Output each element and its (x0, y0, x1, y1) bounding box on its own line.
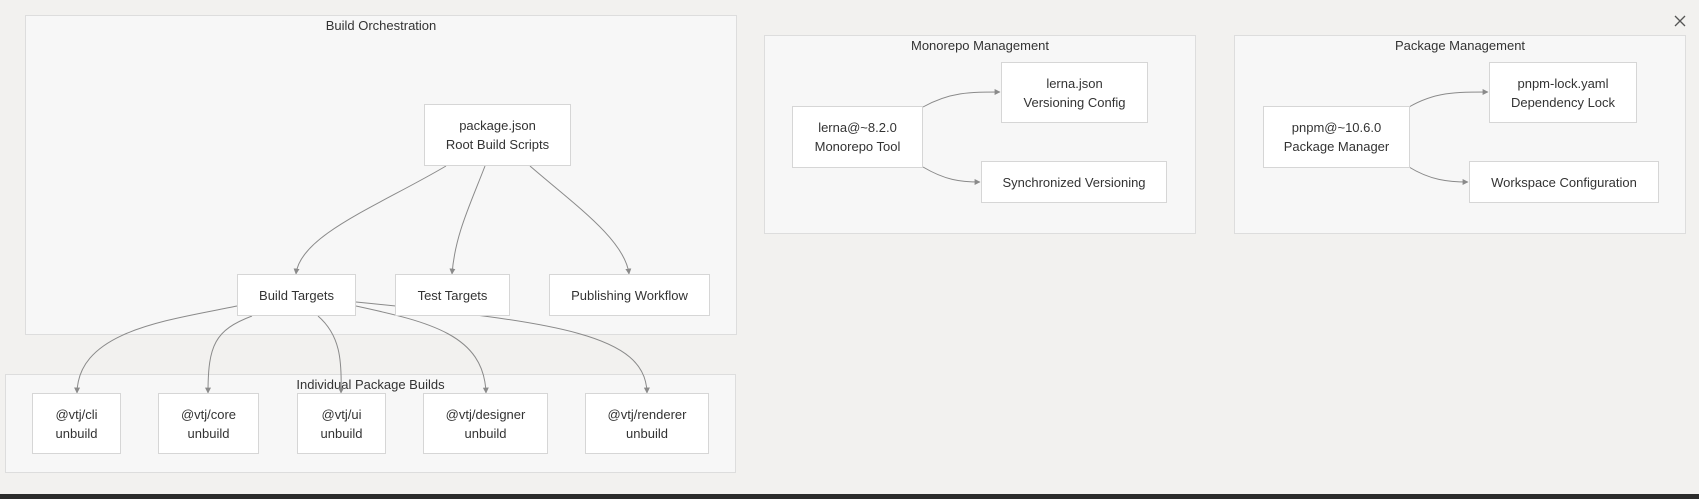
node-pnpm-lock[interactable]: pnpm-lock.yaml Dependency Lock (1489, 62, 1637, 123)
node-vtj-designer[interactable]: @vtj/designer unbuild (423, 393, 548, 454)
node-vtj-ui[interactable]: @vtj/ui unbuild (297, 393, 386, 454)
node-vtj-renderer[interactable]: @vtj/renderer unbuild (585, 393, 709, 454)
node-line: Dependency Lock (1510, 94, 1616, 110)
node-line: unbuild (320, 425, 363, 441)
node-lerna[interactable]: lerna@~8.2.0 Monorepo Tool (792, 106, 923, 168)
node-workspace-configuration[interactable]: Workspace Configuration (1469, 161, 1659, 203)
node-line: pnpm-lock.yaml (1517, 75, 1609, 91)
node-line: lerna.json (1046, 75, 1103, 91)
node-line: Build Targets (259, 287, 334, 303)
node-line: @vtj/designer (445, 406, 526, 422)
node-package-json[interactable]: package.json Root Build Scripts (424, 104, 571, 166)
node-line: @vtj/core (180, 406, 237, 422)
node-line: Monorepo Tool (814, 139, 901, 154)
node-line: lerna@~8.2.0 (818, 120, 897, 135)
node-build-targets[interactable]: Build Targets (237, 274, 356, 316)
node-line: @vtj/ui (321, 406, 362, 422)
node-line: @vtj/renderer (607, 406, 687, 422)
node-pnpm[interactable]: pnpm@~10.6.0 Package Manager (1263, 106, 1410, 168)
node-lerna-json[interactable]: lerna.json Versioning Config (1001, 62, 1148, 123)
cluster-title: Monorepo Management (910, 38, 1050, 53)
node-publishing-workflow[interactable]: Publishing Workflow (549, 274, 710, 316)
node-line: Workspace Configuration (1491, 174, 1637, 190)
node-line: Test Targets (417, 287, 488, 303)
node-line: unbuild (187, 425, 230, 441)
cluster-title: Individual Package Builds (296, 377, 445, 392)
bottom-bar (0, 494, 1699, 499)
node-line: unbuild (464, 425, 507, 441)
node-vtj-core[interactable]: @vtj/core unbuild (158, 393, 259, 454)
node-line: unbuild (626, 425, 668, 441)
node-vtj-cli[interactable]: @vtj/cli unbuild (32, 393, 121, 454)
node-line: @vtj/cli (55, 406, 98, 422)
node-line: Versioning Config (1023, 94, 1126, 110)
node-line: Root Build Scripts (445, 137, 550, 152)
cluster-title: Package Management (1394, 38, 1526, 53)
node-line: pnpm@~10.6.0 (1291, 120, 1382, 135)
close-icon[interactable] (1672, 13, 1688, 29)
node-test-targets[interactable]: Test Targets (395, 274, 510, 316)
cluster-title: Build Orchestration (325, 18, 437, 33)
node-line: Publishing Workflow (571, 287, 688, 303)
node-line: unbuild (55, 425, 98, 441)
node-line: Synchronized Versioning (1002, 174, 1146, 190)
node-line: Package Manager (1283, 139, 1390, 154)
node-synchronized-versioning[interactable]: Synchronized Versioning (981, 161, 1167, 203)
node-line: package.json (459, 118, 536, 133)
